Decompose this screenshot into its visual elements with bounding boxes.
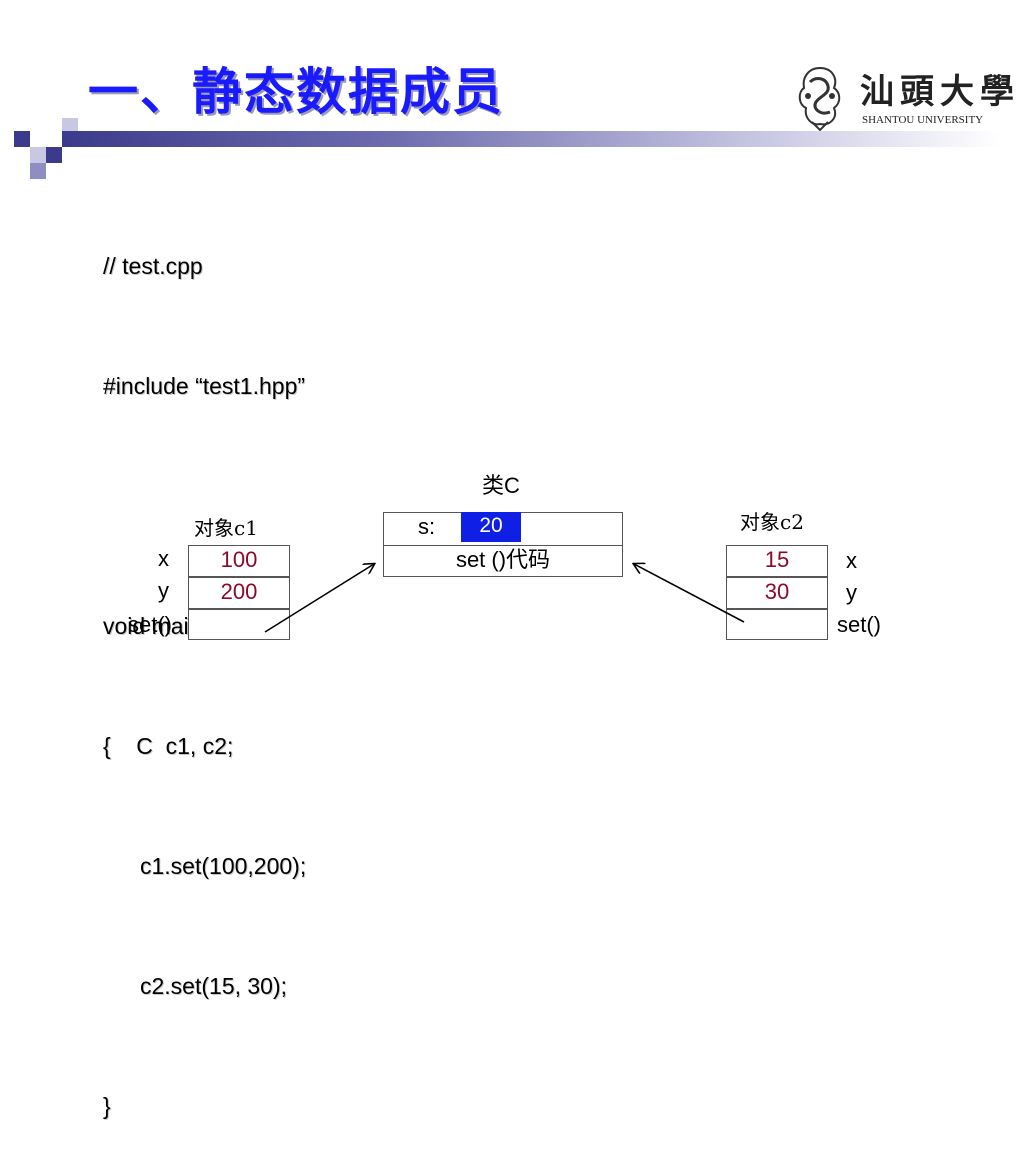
c2-set-label: set()	[837, 612, 881, 637]
slide-title: 一、静态数据成员	[88, 63, 504, 121]
code-line: #include “test1.hpp”	[103, 373, 306, 399]
c1-set-cell	[188, 609, 290, 640]
reference-arrows	[264, 0, 745, 633]
code-line: { C c1, c2;	[103, 733, 234, 759]
code-line: c1.set(100,200);	[140, 853, 307, 879]
c1-y-label: y	[158, 578, 169, 603]
static-member-label: s:	[418, 514, 436, 539]
class-method-cell: set ()代码	[383, 545, 623, 577]
object-c2-label: 对象c2	[740, 510, 804, 534]
decor-square	[46, 147, 62, 163]
decor-square	[62, 118, 78, 134]
decor-square	[30, 163, 46, 179]
c1-set-label: set()	[128, 612, 172, 637]
logo-chinese-name: 汕頭大學	[860, 72, 1020, 112]
code-line: // test.cpp	[103, 253, 203, 279]
logo-english-name: SHANTOU UNIVERSITY	[862, 114, 984, 126]
object-c1-label: 对象c1	[194, 516, 258, 540]
decor-square	[30, 147, 46, 163]
c1-y-value: 200	[188, 577, 290, 609]
c2-x-label: x	[846, 548, 857, 573]
c1-set-arrow	[264, 564, 374, 633]
c2-set-cell	[726, 609, 828, 640]
c2-y-label: y	[846, 580, 857, 605]
university-logo: 汕頭大學 SHANTOU UNIVERSITY	[790, 62, 1014, 134]
code-line: c2.set(15, 30);	[140, 973, 288, 999]
c2-x-value: 15	[726, 545, 828, 577]
c2-set-arrow	[634, 564, 745, 623]
university-emblem-icon	[798, 66, 841, 132]
c2-y-value: 30	[726, 577, 828, 609]
c1-x-label: x	[158, 546, 169, 571]
c1-x-value: 100	[188, 545, 290, 577]
decor-square	[14, 131, 30, 147]
static-member-value: 20	[461, 512, 521, 542]
code-line: }	[103, 1093, 111, 1119]
title-divider-bar	[62, 131, 1000, 147]
class-label: 类C	[482, 473, 520, 498]
